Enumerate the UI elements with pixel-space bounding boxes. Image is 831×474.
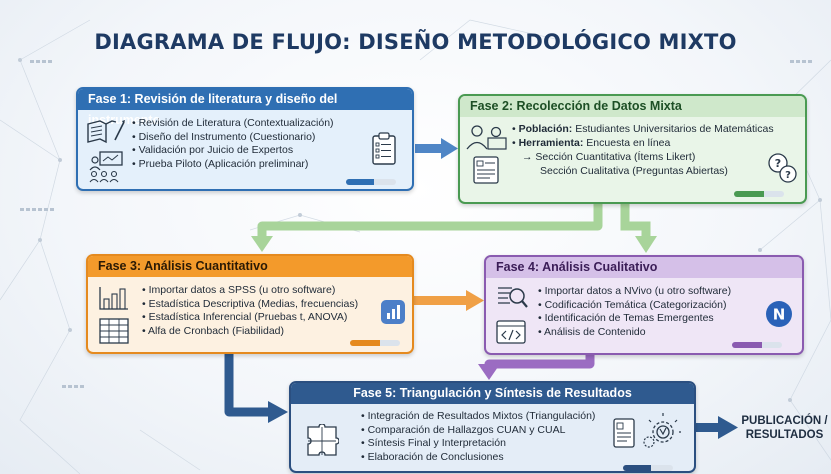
phase4-title: Fase 4: Análisis Cualitativo [486,257,802,278]
phase4-progress-fill [732,342,762,348]
poblacion-label: Población: [518,123,573,135]
phase4-items: Importar datos a NVivo (u otro software)… [538,285,731,339]
svg-text:?: ? [775,157,781,170]
poblacion-row: • Población: Estudiantes Universitarios … [512,123,774,135]
code-icon [496,320,526,344]
list-item: Prueba Piloto (Aplicación preliminar) [132,158,334,172]
phase1-box: Fase 1: Revisión de literatura y diseño … [76,87,414,191]
list-item: Integración de Resultados Mixtos (Triang… [361,410,596,424]
phase1-items: Revisión de Literatura (Contextualizació… [132,117,334,171]
phase2-text: • Población: Estudiantes Universitarios … [512,122,774,178]
list-item: Comparación de Hallazgos CUAN y CUAL [361,424,595,438]
poblacion-value: Estudiantes Universitarios de Matemática… [575,123,774,135]
phase2-box: Fase 2: Recolección de Datos Mixta • Pob… [458,94,807,204]
report-icon [613,418,635,448]
phase5-box: Fase 5: Triangulación y Síntesis de Resu… [289,381,696,473]
final-output-label: PUBLICACIÓN / RESULTADOS [738,414,831,442]
list-item: Importar datos a NVivo (u otro software) [538,285,732,299]
phase5-progress [623,465,673,471]
phase3-progress-fill [350,340,380,346]
table-icon [99,318,129,344]
gears-icon [643,413,681,448]
phase5-title: Fase 5: Triangulación y Síntesis de Resu… [291,383,694,404]
phase5-items: Integración de Resultados Mixtos (Triang… [361,410,596,465]
document-search-icon [498,287,528,308]
phase1-progress-fill [346,179,374,185]
nvivo-letter: N [773,306,786,324]
list-item: Codificación Temática (Categorización) [538,299,731,313]
phase3-progress [350,340,400,346]
puzzle-icon [307,424,339,456]
list-item: Elaboración de Conclusiones [361,451,595,465]
svg-text:?: ? [785,170,791,181]
presentation-icon [89,151,123,183]
phase2-progress-fill [734,191,764,197]
herramienta-value: Encuesta en línea [586,137,671,149]
final-line1: PUBLICACIÓN / [741,415,828,427]
list-item: Importar datos a SPSS (u otro software) [142,284,358,298]
book-icon [87,120,125,144]
survey-form-icon [473,156,499,184]
phase4-progress [732,342,782,348]
phase4-box: Fase 4: Análisis Cualitativo Importar da… [484,255,804,355]
nvivo-icon: N [766,301,792,327]
final-line2: RESULTADOS [745,429,824,441]
herramienta-label: Herramienta: [518,137,584,149]
phase2-progress [734,191,784,197]
list-item: Validación por Juicio de Expertos [132,144,334,158]
phase2-title: Fase 2: Recolección de Datos Mixta [460,96,805,117]
list-item: Diseño del Instrumento (Cuestionario) [132,131,334,145]
list-item: Análisis de Contenido [538,326,731,340]
list-item: Alfa de Cronbach (Fiabilidad) [142,325,358,339]
clipboard-icon [372,132,396,165]
bar-chart-icon [99,287,128,310]
phase3-title: Fase 3: Análisis Cuantitativo [88,256,412,277]
list-item: Identificación de Temas Emergentes [538,312,731,326]
phase3-items: Importar datos a SPSS (u otro software) … [142,284,358,338]
question-bubbles-icon: ? ? [768,153,797,183]
phase5-progress-fill [623,465,651,471]
people-icon [466,125,507,150]
arrow-glyph: → [522,151,533,163]
phase1-progress [346,179,396,185]
list-item: Síntesis Final y Interpretación [361,437,595,451]
list-item: Estadística Descriptiva (Medias, frecuen… [142,298,359,312]
section-quant: Sección Cuantitativa (Ítems Likert) [535,151,696,163]
list-item: Estadística Inferencial (Pruebas t, ANOV… [142,311,358,325]
list-item: Revisión de Literatura (Contextualizació… [132,117,334,131]
section-qual: Sección Cualitativa (Preguntas Abiertas) [540,165,728,177]
phase3-box: Fase 3: Análisis Cuantitativo Importar d… [86,254,414,354]
section-quant-row: → Sección Cuantitativa (Ítems Likert) [512,150,774,164]
page-title: DIAGRAMA DE FLUJO: DISEÑO METODOLÓGICO M… [94,30,737,54]
spss-icon [381,300,405,324]
phase1-title: Fase 1: Revisión de literatura y diseño … [78,89,412,127]
herramienta-row: • Herramienta: Encuesta en línea [512,137,671,149]
